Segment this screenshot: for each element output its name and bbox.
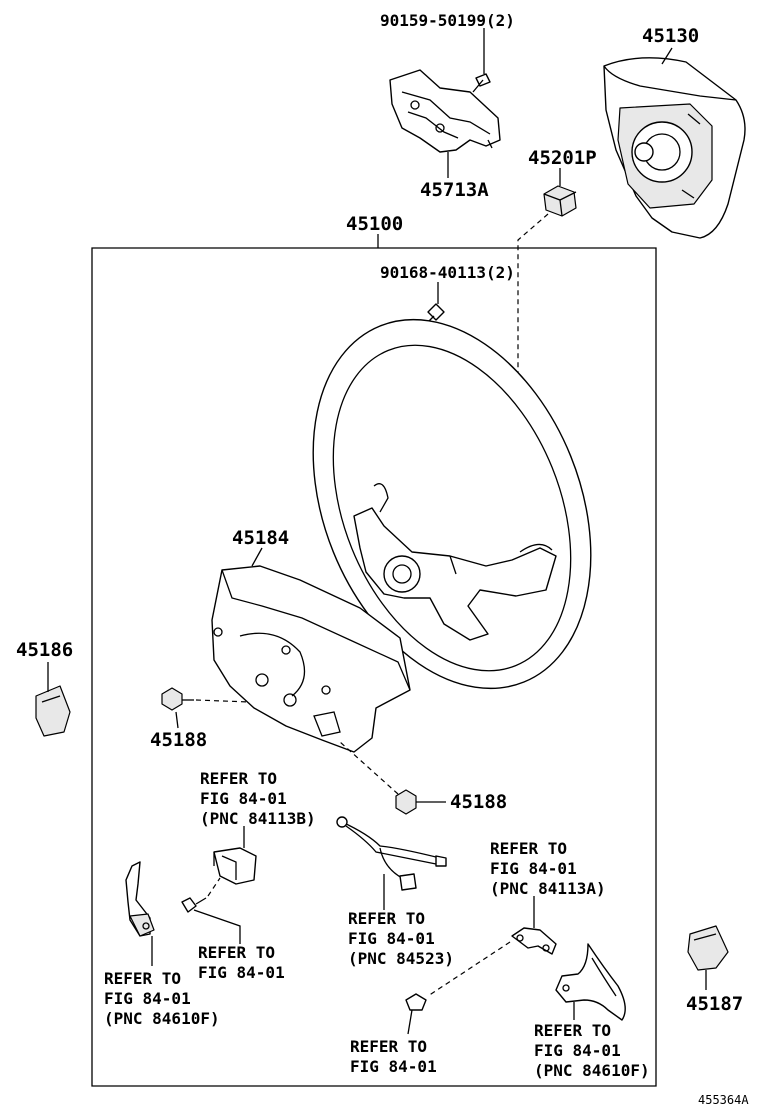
label-45201p: 45201P <box>528 147 597 169</box>
dash-84113a-screw <box>427 941 511 997</box>
leader-ref-fig-bottom <box>407 1009 413 1035</box>
ref-fig-bottom-line-2: FIG 84-01 <box>350 1057 437 1076</box>
ref-84610f-right: REFER TO FIG 84-01 (PNC 84610F) <box>534 1021 650 1080</box>
ref-84523-line-1: REFER TO <box>348 909 425 928</box>
ref-84113b-line-1: REFER TO <box>200 769 277 788</box>
label-45713a: 45713A <box>420 179 489 201</box>
bolt-90159 <box>472 73 491 93</box>
paddle-left-84610f <box>125 861 155 937</box>
ref-84113b: REFER TO FIG 84-01 (PNC 84113B) <box>200 769 316 828</box>
ref-fig-bottom-line-1: REFER TO <box>350 1037 427 1056</box>
dash-84113b-screw <box>207 877 221 897</box>
label-45184: 45184 <box>232 527 289 549</box>
label-45188-left: 45188 <box>150 729 207 751</box>
ref-84610f-right-line-1: REFER TO <box>534 1021 611 1040</box>
label-90159-50199: 90159-50199(2) <box>380 11 515 30</box>
label-45100: 45100 <box>346 213 403 235</box>
figure-id: 455364A <box>698 1093 749 1107</box>
label-45187: 45187 <box>686 993 743 1015</box>
screw-45188-left <box>161 687 194 711</box>
ref-84610f-left-line-1: REFER TO <box>104 969 181 988</box>
switch-84113b <box>181 847 257 913</box>
label-45130: 45130 <box>642 25 699 47</box>
ref-84113a-line-3: (PNC 84113A) <box>490 879 606 898</box>
lower-cover-45184 <box>211 565 411 753</box>
label-45188-right: 45188 <box>450 791 507 813</box>
label-90168-40113: 90168-40113(2) <box>380 263 515 282</box>
ref-fig-mid: REFER TO FIG 84-01 <box>198 943 285 982</box>
ref-fig-mid-line-1: REFER TO <box>198 943 275 962</box>
label-45186: 45186 <box>16 639 73 661</box>
leader-45130 <box>661 47 673 65</box>
leader-45184 <box>251 547 263 567</box>
leader-ref-fig-mid <box>193 909 241 944</box>
ref-84113b-line-2: FIG 84-01 <box>200 789 287 808</box>
steering-wheel <box>312 318 592 690</box>
dash-45188-left <box>195 699 251 703</box>
ref-84523: REFER TO FIG 84-01 (PNC 84523) <box>348 909 454 968</box>
screw-bottom <box>405 993 427 1011</box>
dash-45188-right <box>339 741 399 795</box>
bracket-84113a <box>511 927 557 955</box>
bracket-45713a <box>389 69 501 153</box>
ref-84113a: REFER TO FIG 84-01 (PNC 84113A) <box>490 839 606 898</box>
nut-45201p <box>543 185 577 217</box>
cap-45187 <box>687 925 729 971</box>
ref-84610f-left: REFER TO FIG 84-01 (PNC 84610F) <box>104 969 220 1028</box>
ref-84523-line-3: (PNC 84523) <box>348 949 454 968</box>
ref-84610f-right-line-3: (PNC 84610F) <box>534 1061 650 1080</box>
ref-84113a-line-1: REFER TO <box>490 839 567 858</box>
assembly-45100-frame <box>91 247 657 1087</box>
screw-45188-right <box>395 789 417 815</box>
wire-harness-84523 <box>336 816 447 891</box>
airbag-45130 <box>603 57 746 239</box>
ref-84610f-left-line-2: FIG 84-01 <box>104 989 191 1008</box>
cap-45186 <box>35 685 71 737</box>
leader-45188-left <box>175 711 179 729</box>
paddle-right-84610f <box>555 943 626 1021</box>
ref-84523-line-2: FIG 84-01 <box>348 929 435 948</box>
ref-fig-mid-line-2: FIG 84-01 <box>198 963 285 982</box>
ref-84113a-line-2: FIG 84-01 <box>490 859 577 878</box>
ref-84610f-left-line-3: (PNC 84610F) <box>104 1009 220 1028</box>
ref-84113b-line-3: (PNC 84113B) <box>200 809 316 828</box>
ref-fig-bottom: REFER TO FIG 84-01 <box>350 1037 437 1076</box>
ref-84610f-right-line-2: FIG 84-01 <box>534 1041 621 1060</box>
